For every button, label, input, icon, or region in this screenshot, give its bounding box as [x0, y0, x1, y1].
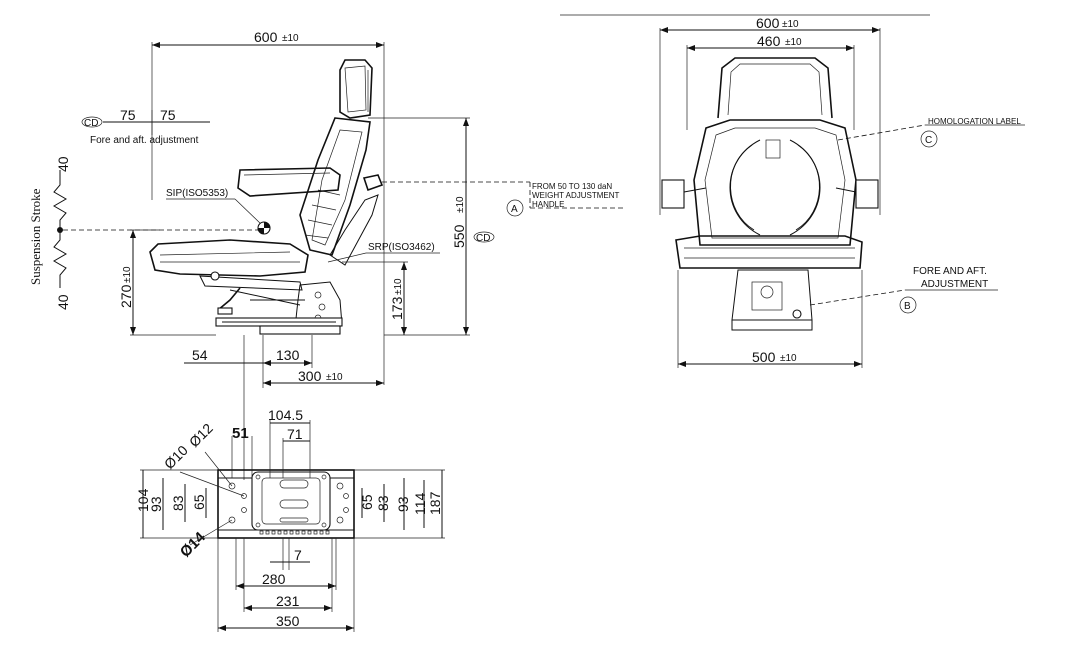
seat-side-drawing	[149, 59, 384, 335]
weight-note-line1: FROM 50 TO 130 daN	[532, 182, 612, 191]
plate-d-7: 7	[294, 547, 302, 563]
suspension-up: 40	[55, 156, 71, 172]
fore-aft-adjustment: CD 75 75 Fore and aft. adjustment	[81, 107, 210, 146]
side-width-tol: ±10	[282, 33, 299, 44]
adjust-slots	[259, 530, 330, 535]
side-height-dim: 550	[451, 224, 467, 248]
weight-note-line2: WEIGHT ADJUSTMENT	[532, 191, 620, 200]
seat-height-tol: ±10	[122, 266, 133, 283]
suspension-stroke: Suspension Stroke 40 40	[28, 156, 262, 310]
srp-label: SRP(ISO3462)	[368, 242, 435, 253]
side-height-tol: ±10	[455, 196, 466, 213]
front-back-tol: ±10	[785, 37, 802, 48]
side-view: 600 ±10 CD 75 75 Fore and aft. adjustmen…	[28, 29, 625, 480]
plate-dia-14: Ø14	[177, 528, 210, 561]
side-depth-dim: 300	[298, 368, 322, 384]
plate-d-231: 231	[276, 593, 300, 609]
plate-right-114: 114	[412, 492, 428, 515]
side-width-dim: 600	[254, 29, 278, 45]
fore-aft-right: 75	[160, 107, 176, 123]
plate-right-93: 93	[395, 496, 411, 512]
plate-dia-10: Ø10	[161, 442, 191, 472]
weight-note-line3: HANDLE	[532, 200, 564, 209]
base-height-tol: ±10	[393, 278, 404, 295]
offset-54: 54	[192, 347, 208, 363]
plate-d-71: 71	[287, 426, 303, 442]
base-height-dim: 173	[389, 296, 405, 320]
weight-note-marker: A	[511, 204, 518, 215]
plate-right-187: 187	[427, 491, 443, 515]
front-outer-tol: ±10	[782, 19, 799, 30]
plate-d-280: 280	[262, 571, 286, 587]
side-depth-tol: ±10	[326, 372, 343, 383]
seat-height-dim: 270	[118, 284, 134, 308]
plate-left-83: 83	[170, 495, 186, 511]
plate-dia-12: Ø12	[186, 420, 216, 450]
plate-right-65: 65	[359, 494, 375, 510]
fore-aft-left: 75	[120, 107, 136, 123]
plate-left-104: 104	[135, 488, 151, 512]
plate-holes	[228, 474, 349, 528]
homologation-label: HOMOLOGATION LABEL	[928, 117, 1021, 126]
fore-aft-b-line2: ADJUSTMENT	[921, 279, 988, 290]
fore-aft-label: Fore and aft. adjustment	[90, 135, 199, 146]
cd-marker-height: CD	[476, 233, 490, 244]
cd-marker-side: CD	[84, 118, 98, 129]
plate-d-350: 350	[276, 613, 300, 629]
sip-label: SIP(ISO5353)	[166, 188, 228, 199]
seat-front-drawing	[661, 57, 879, 331]
front-outer-width: 600	[756, 15, 780, 31]
plate-right-83: 83	[375, 495, 391, 511]
front-back-width: 460	[757, 33, 781, 49]
plate-left-65: 65	[191, 494, 207, 510]
plate-d-104-5: 104.5	[268, 407, 303, 423]
homologation-marker: C	[925, 135, 932, 146]
suspension-label: Suspension Stroke	[28, 188, 43, 285]
fore-aft-marker-b: B	[904, 301, 911, 312]
suspension-down: 40	[55, 294, 71, 310]
base-plate-view: 104.5 71 51 Ø12 Ø10 Ø14 104 93 83 65 65 …	[135, 407, 445, 632]
plate-left-93: 93	[148, 496, 164, 512]
front-view: 600 ±10 460 ±10	[560, 14, 1025, 368]
front-base-width: 500	[752, 349, 776, 365]
plate-d-51: 51	[232, 425, 249, 442]
front-base-tol: ±10	[780, 353, 797, 364]
fore-aft-b-line1: FORE AND AFT.	[913, 266, 987, 277]
offset-130: 130	[276, 347, 300, 363]
